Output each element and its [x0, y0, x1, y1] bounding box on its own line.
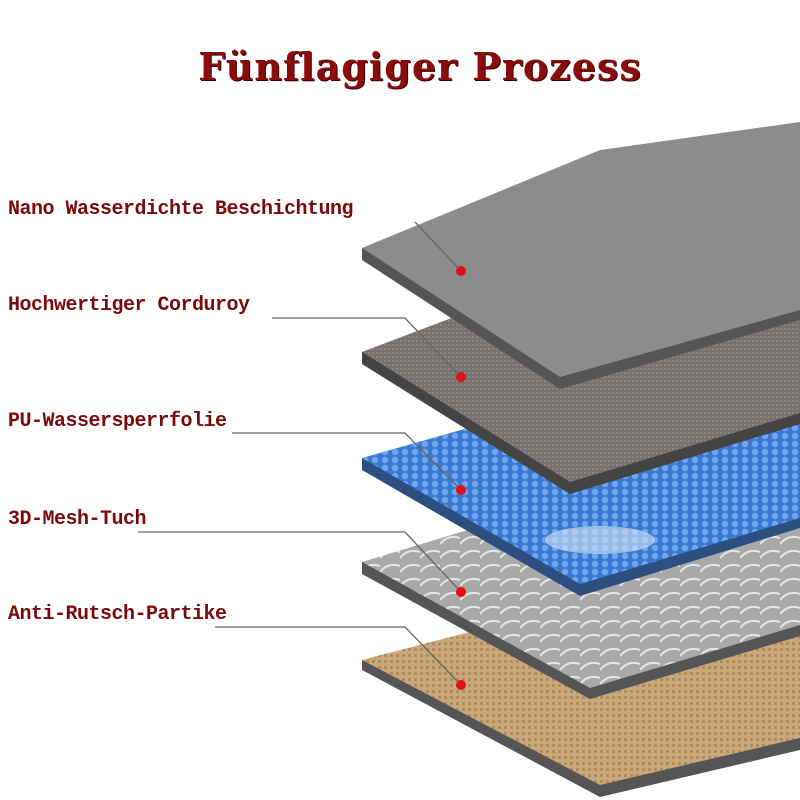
page-title: Fünflagiger Prozess: [198, 44, 642, 89]
label-3d-mesh: 3D-Mesh-Tuch: [8, 508, 147, 531]
water-droplet-icon: [545, 526, 655, 554]
marker-dot-icon: [456, 485, 466, 495]
marker-dot-icon: [456, 266, 466, 276]
marker-dot-icon: [456, 372, 466, 382]
label-anti-slip: Anti-Rutsch-Partike: [8, 603, 227, 626]
label-pu-film: PU-Wassersperrfolie: [8, 410, 227, 433]
marker-dot-icon: [456, 587, 466, 597]
leader-lines: [138, 221, 462, 686]
label-corduroy: Hochwertiger Corduroy: [8, 294, 250, 317]
layer-nano-coating: [362, 122, 800, 389]
layer-markers: [456, 266, 466, 690]
marker-dot-icon: [456, 680, 466, 690]
label-nano-coating: Nano Wasserdichte Beschichtung: [8, 198, 354, 221]
